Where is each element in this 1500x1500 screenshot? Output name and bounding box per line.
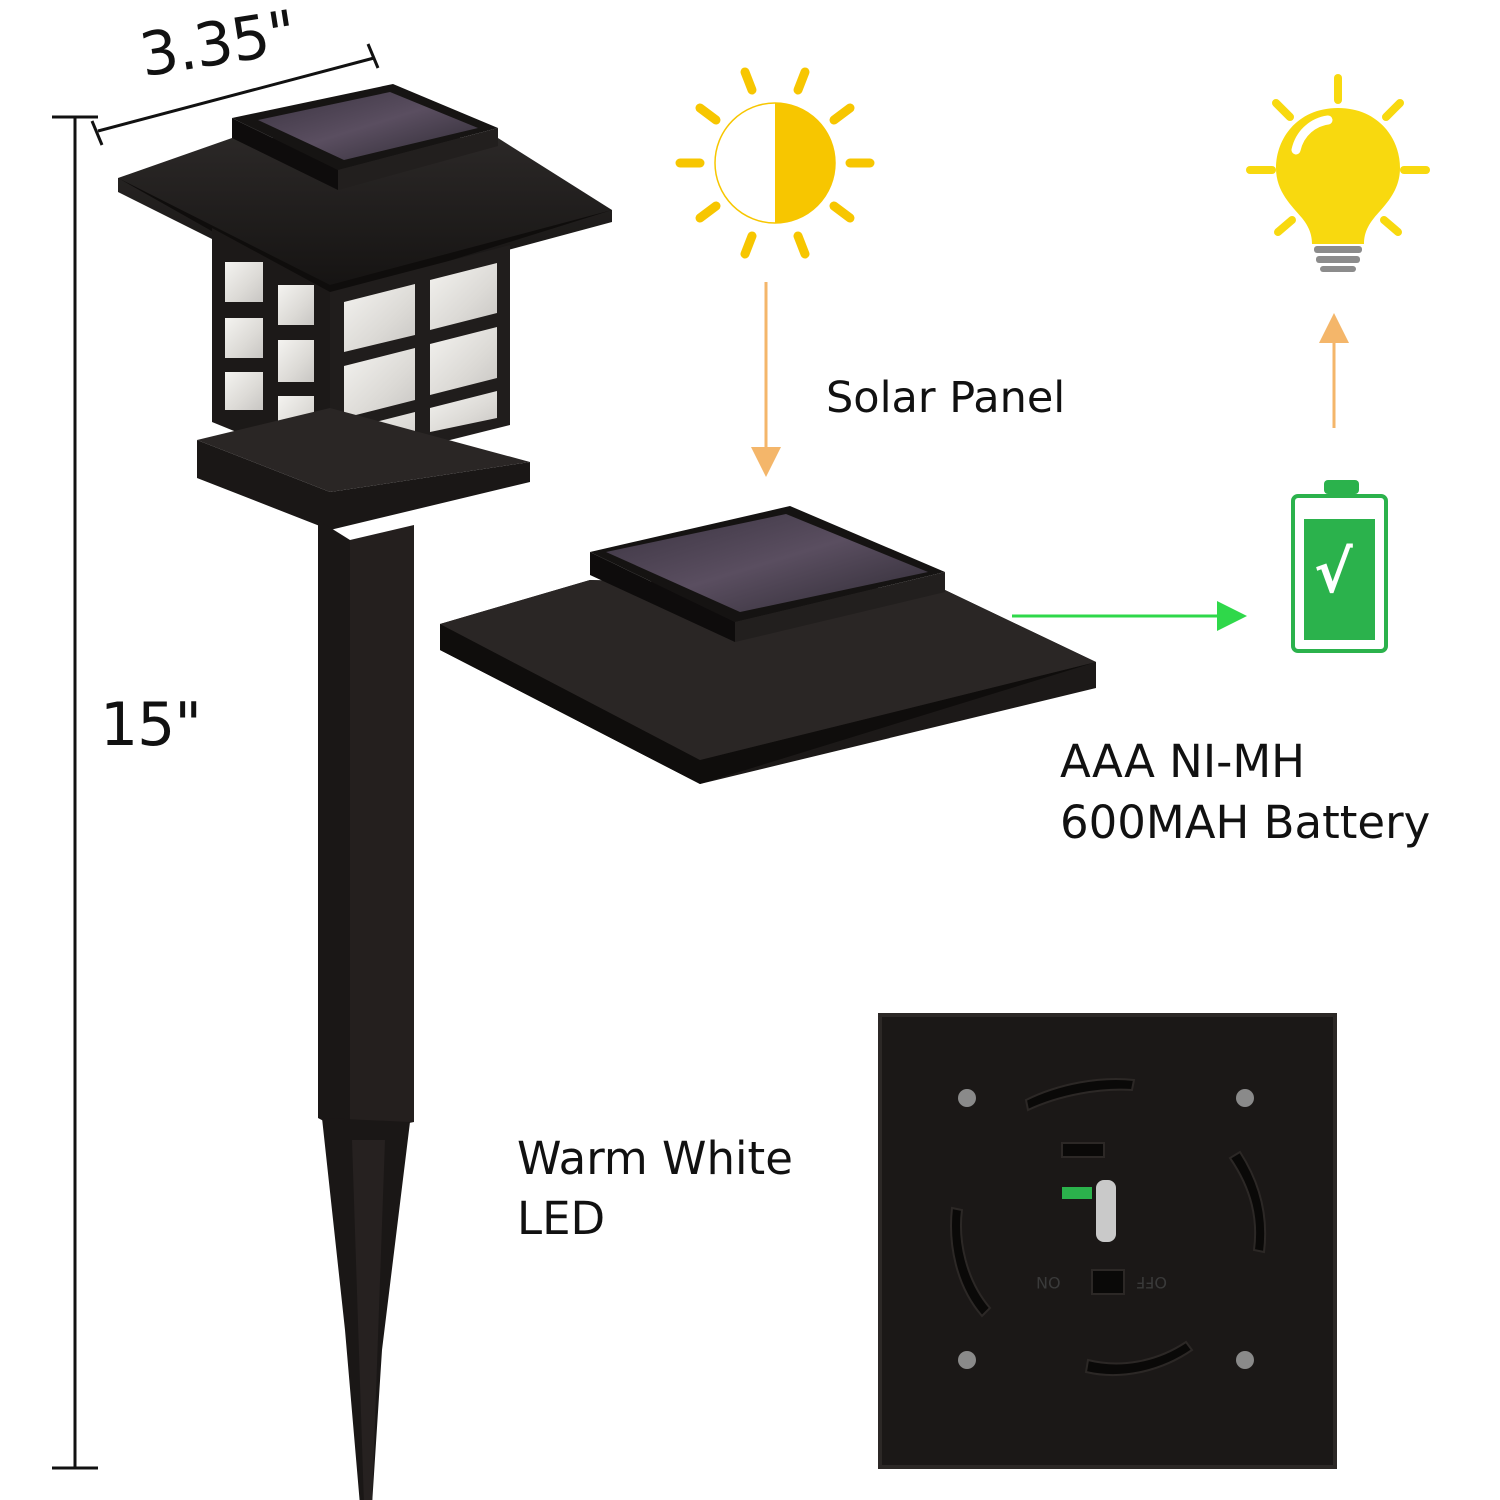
solar-panel-cap <box>440 506 1096 784</box>
lamp-base-underside <box>878 1013 1337 1469</box>
garden-lamp <box>118 84 612 1500</box>
led-label-line1: Warm White <box>517 1132 793 1185</box>
height-dimension-line <box>52 115 98 1470</box>
width-dimension-line <box>90 43 380 146</box>
led-label-line2: LED <box>517 1192 606 1245</box>
battery-charged-icon <box>1291 480 1388 653</box>
light-bulb-icon <box>1246 74 1430 272</box>
height-dimension-label: 15" <box>100 690 202 760</box>
switch-on-label: ON <box>1036 1273 1061 1292</box>
battery-check-mark: √ <box>1314 538 1353 606</box>
battery-label-line2: 600MAH Battery <box>1060 796 1431 849</box>
solar-panel-label: Solar Panel <box>826 373 1066 423</box>
battery-label-line1: AAA NI-MH <box>1060 735 1305 788</box>
switch-off-label: OFF <box>1136 1273 1167 1292</box>
sun-icon <box>675 67 875 259</box>
